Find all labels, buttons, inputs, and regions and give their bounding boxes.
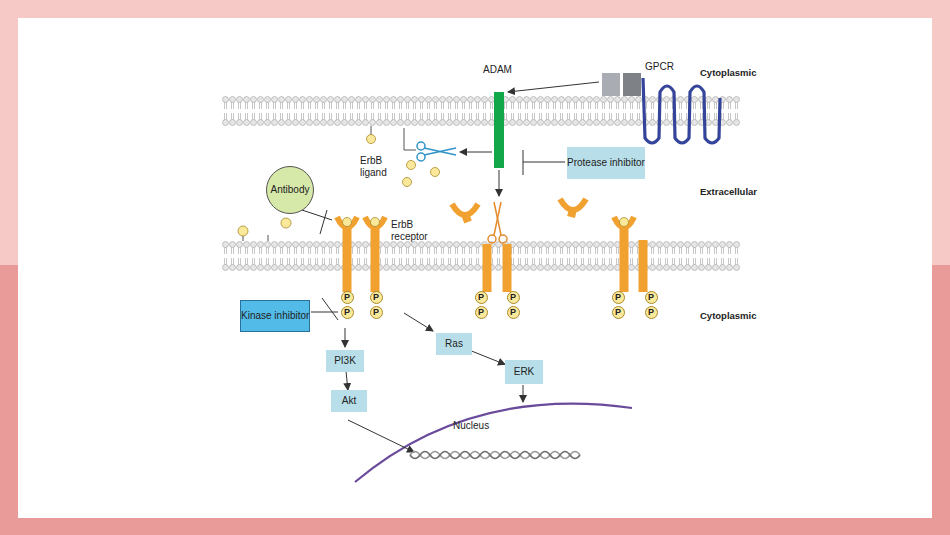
dna (410, 452, 580, 459)
process-box: ERK (505, 360, 543, 384)
adam-protease (494, 92, 504, 168)
node-text: ERK (514, 366, 535, 378)
label: ADAM (483, 64, 512, 76)
connector-line (346, 372, 348, 390)
g-protein (602, 73, 620, 96)
inhibition-bar (320, 210, 327, 234)
phospho-circle: P (370, 306, 383, 319)
phospho-circle: P (612, 306, 625, 319)
gpcr-helix (643, 78, 720, 143)
ligand (620, 218, 629, 227)
inhibition-line (311, 312, 338, 313)
node-text: P (373, 307, 379, 317)
process-box: PI3K (326, 350, 364, 372)
arrow (460, 152, 492, 153)
inhibition-line (523, 162, 565, 163)
phospho-circle: P (645, 306, 658, 319)
label: Nucleus (453, 420, 489, 432)
phospho-circle: P (612, 291, 625, 304)
process-box: Akt (331, 390, 367, 412)
inhibition-line (302, 210, 332, 220)
node-text: Kinase inhibitor (241, 310, 309, 322)
node-text: Ras (445, 338, 463, 350)
arrow (523, 385, 524, 402)
inhibition-bar (322, 298, 338, 320)
arrow (499, 170, 500, 196)
erbb-receptor (337, 217, 385, 292)
node-text: P (344, 307, 350, 317)
phospho-circle: P (645, 291, 658, 304)
leader-line (404, 128, 416, 150)
ligand (238, 226, 248, 236)
node-text: P (478, 292, 484, 302)
phospho-circle: P (475, 291, 488, 304)
membrane (222, 241, 740, 271)
node-text: P (510, 292, 516, 302)
inhibition-bar (523, 150, 524, 175)
g-protein (623, 73, 641, 96)
label: Cytoplasmic (700, 67, 757, 78)
arrow (508, 82, 599, 92)
process-box: Kinase inhibitor (240, 300, 310, 332)
phospho-circle: P (370, 291, 383, 304)
erbb-receptor (452, 199, 586, 292)
label: GPCR (645, 61, 674, 73)
node-text: P (615, 307, 621, 317)
arrow (348, 420, 414, 452)
label: Cytoplasmic (700, 310, 757, 321)
node-text: P (373, 292, 379, 302)
antibody-circle: Antibody (266, 166, 314, 214)
label: ErbB receptor (391, 219, 435, 243)
nuclear-envelope (355, 404, 632, 482)
node-text: P (648, 307, 654, 317)
ligand (431, 168, 440, 177)
ligand-stalk (268, 235, 269, 241)
process-box: Ras (436, 333, 472, 355)
label: ErbB ligand (360, 155, 394, 179)
node-text: Akt (342, 395, 356, 407)
scissors (417, 142, 456, 161)
label: Extracellular (700, 186, 757, 197)
ligand (407, 161, 416, 170)
ligand (281, 218, 291, 228)
membrane (222, 96, 740, 126)
arrow (345, 328, 346, 347)
node-text: Protease inhibitor (567, 157, 645, 169)
node-text: P (478, 307, 484, 317)
phospho-circle: P (507, 306, 520, 319)
process-box: Protease inhibitor (567, 147, 645, 179)
node-text: PI3K (334, 355, 356, 367)
phospho-circle: P (341, 291, 354, 304)
arrow-connector (346, 372, 348, 390)
erbb-receptor (614, 217, 643, 292)
arrow-connector (472, 351, 505, 364)
connector-line (472, 351, 505, 364)
arrow (404, 313, 433, 331)
ligand (403, 178, 412, 187)
ligand (367, 135, 376, 144)
node-text: Antibody (271, 184, 310, 196)
node-text: P (615, 292, 621, 302)
phospho-circle: P (507, 291, 520, 304)
node-text: P (344, 292, 350, 302)
node-text: P (648, 292, 654, 302)
node-text: P (510, 307, 516, 317)
phospho-circle: P (475, 306, 488, 319)
ligand (343, 218, 352, 227)
scissors (488, 202, 507, 243)
ligand (371, 218, 380, 227)
ligand-stalk (243, 236, 244, 241)
phospho-circle: P (341, 306, 354, 319)
